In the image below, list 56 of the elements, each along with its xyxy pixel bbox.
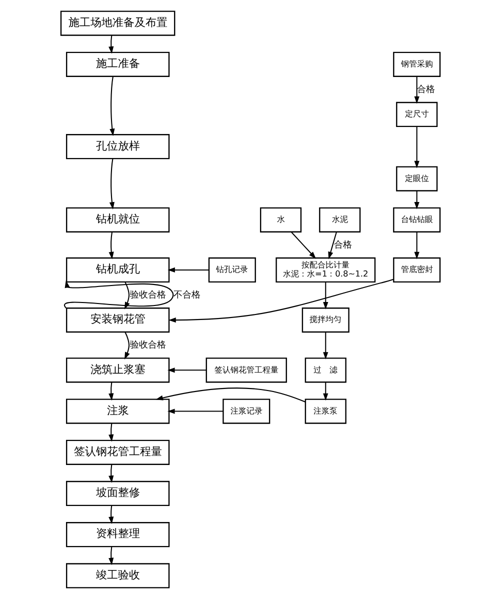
node-box: 签认钢花管工程量 [205,358,286,383]
arrow [108,35,114,54]
node-box: 坡面整修 [66,480,170,506]
edge-label: 不合格 [172,290,200,300]
edge-label: 验收合格 [130,290,166,300]
node-box: 钢管采购 [392,52,440,77]
node-box: 注浆记录 [222,398,270,424]
arrow [166,368,206,373]
node-box: 孔位放样 [66,134,170,160]
node-box: 钻机就位 [66,207,170,232]
arrow [166,408,223,414]
arrow [414,232,419,260]
node-box: 定尺寸 [396,102,438,128]
arrow [108,232,114,260]
node-box: 台钻钻眼 [392,207,440,232]
arrow [108,423,114,442]
arrow [108,158,114,210]
arrow [108,505,114,524]
node-box: 钻孔记录 [208,257,256,283]
node-box: 安装钢花管 [66,308,170,333]
arrow [124,282,130,310]
node-box: 浇筑止浆塞 [66,358,170,383]
node-box: 注浆泵 [304,398,346,424]
node-box: 施工准备 [66,52,170,77]
arrow [109,76,114,136]
node-box: 定眼位 [396,166,438,192]
node-box: 水 [260,207,302,232]
arrow [108,546,114,566]
arrow [322,332,328,360]
arrow [168,278,394,323]
node-box: 按配合比计量 水泥：水=1：0.8~1.2 [275,257,376,283]
arrow [155,388,305,402]
node-box: 过 滤 [304,358,346,383]
arrow [322,382,328,401]
arrow [414,76,419,104]
arrow [322,282,328,310]
node-box: 钻机成孔 [66,257,170,283]
arrow [64,280,174,308]
arrow [167,267,208,273]
node-box: 施工场地准备及布置 [60,10,175,36]
node-box: 竣工验收 [66,563,170,588]
node-box: 签认钢花管工程量 [66,440,170,465]
node-box: 水泥 [318,207,360,232]
arrow [290,232,316,259]
arrow [108,464,114,483]
node-box: 搅拌均匀 [301,308,349,333]
arrow [124,332,130,360]
arrow [328,232,337,260]
edge-label: 合格 [334,240,352,250]
node-box: 资料整理 [66,522,170,548]
node-box: 管底密封 [392,257,440,283]
arrow [414,126,419,168]
arrow [414,190,419,210]
edge-label: 验收合格 [130,340,166,350]
arrow [108,382,114,401]
node-box: 注浆 [66,398,170,424]
